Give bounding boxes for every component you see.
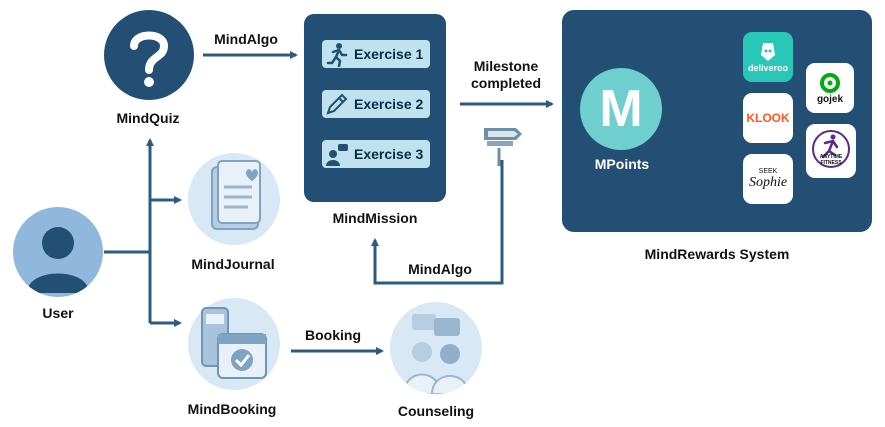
- gojek-logo[interactable]: gojek: [806, 63, 854, 113]
- booking-label: Booking: [305, 327, 361, 343]
- seek-text: SEEK: [758, 167, 778, 175]
- mindalgo-top-label: MindAlgo: [214, 31, 278, 47]
- anytime-line1: ANYTIME: [819, 154, 843, 160]
- mindmission-label: MindMission: [332, 210, 418, 226]
- milestone-line1: Milestone: [473, 58, 539, 74]
- mindjournal-node[interactable]: [188, 153, 280, 245]
- exercise-3-item[interactable]: Exercise 3: [322, 140, 430, 168]
- pencil-icon: [326, 93, 348, 115]
- counselor-people-icon: [402, 314, 470, 394]
- mindquiz-node[interactable]: [104, 10, 194, 100]
- mindrewards-label: MindRewards System: [644, 246, 790, 262]
- anytime-fitness-runner-icon: [812, 130, 850, 168]
- exercise-3-label: Exercise 3: [354, 146, 424, 162]
- counseling-label: Counseling: [397, 403, 475, 419]
- mpoints-circle: M: [580, 68, 662, 150]
- deliveroo-text: deliveroo: [747, 63, 788, 73]
- exercise-1-label: Exercise 1: [354, 46, 424, 62]
- mindquiz-label: MindQuiz: [116, 110, 180, 126]
- signpost-icon: [484, 128, 522, 166]
- feedback-loop-arrow: [371, 160, 504, 285]
- question-mark-icon: [130, 31, 169, 87]
- milestone-completed-label: Milestone completed: [466, 58, 546, 92]
- mindmission-box[interactable]: Exercise 1 Exercise 2 Exercise 3: [304, 14, 446, 202]
- anytime-fitness-logo[interactable]: ANYTIME FITNESS: [806, 124, 856, 178]
- deliveroo-kangaroo-icon: [761, 43, 775, 61]
- mpoints-label: MPoints: [594, 156, 650, 172]
- booking-calendar-icon: [201, 307, 267, 379]
- gojek-text: gojek: [816, 93, 844, 105]
- journal-icon: [211, 160, 261, 230]
- exercise-2-label: Exercise 2: [354, 96, 424, 112]
- klook-text: KLOOK: [746, 111, 790, 125]
- user-label: User: [42, 305, 74, 321]
- running-person-icon: [326, 43, 348, 67]
- mindjournal-label: MindJournal: [191, 256, 275, 272]
- mindbooking-node[interactable]: [188, 298, 280, 390]
- deliveroo-logo[interactable]: deliveroo: [743, 32, 793, 82]
- milestone-line2: completed: [470, 75, 541, 91]
- exercise-1-item[interactable]: Exercise 1: [322, 40, 430, 68]
- seek-sophie-logo[interactable]: SEEK Sophie: [743, 154, 793, 204]
- counseling-node[interactable]: [390, 302, 482, 394]
- mindbooking-label: MindBooking: [187, 401, 277, 417]
- gojek-ring-icon: [820, 72, 840, 93]
- conversation-icon: [326, 144, 348, 166]
- user-avatar-icon: [27, 227, 89, 293]
- klook-logo[interactable]: KLOOK: [743, 93, 793, 143]
- mindalgo-bottom-label: MindAlgo: [408, 261, 472, 277]
- exercise-2-item[interactable]: Exercise 2: [322, 90, 430, 118]
- user-node[interactable]: [13, 207, 103, 297]
- sophie-text: Sophie: [748, 174, 788, 190]
- anytime-line2: FITNESS: [820, 160, 842, 166]
